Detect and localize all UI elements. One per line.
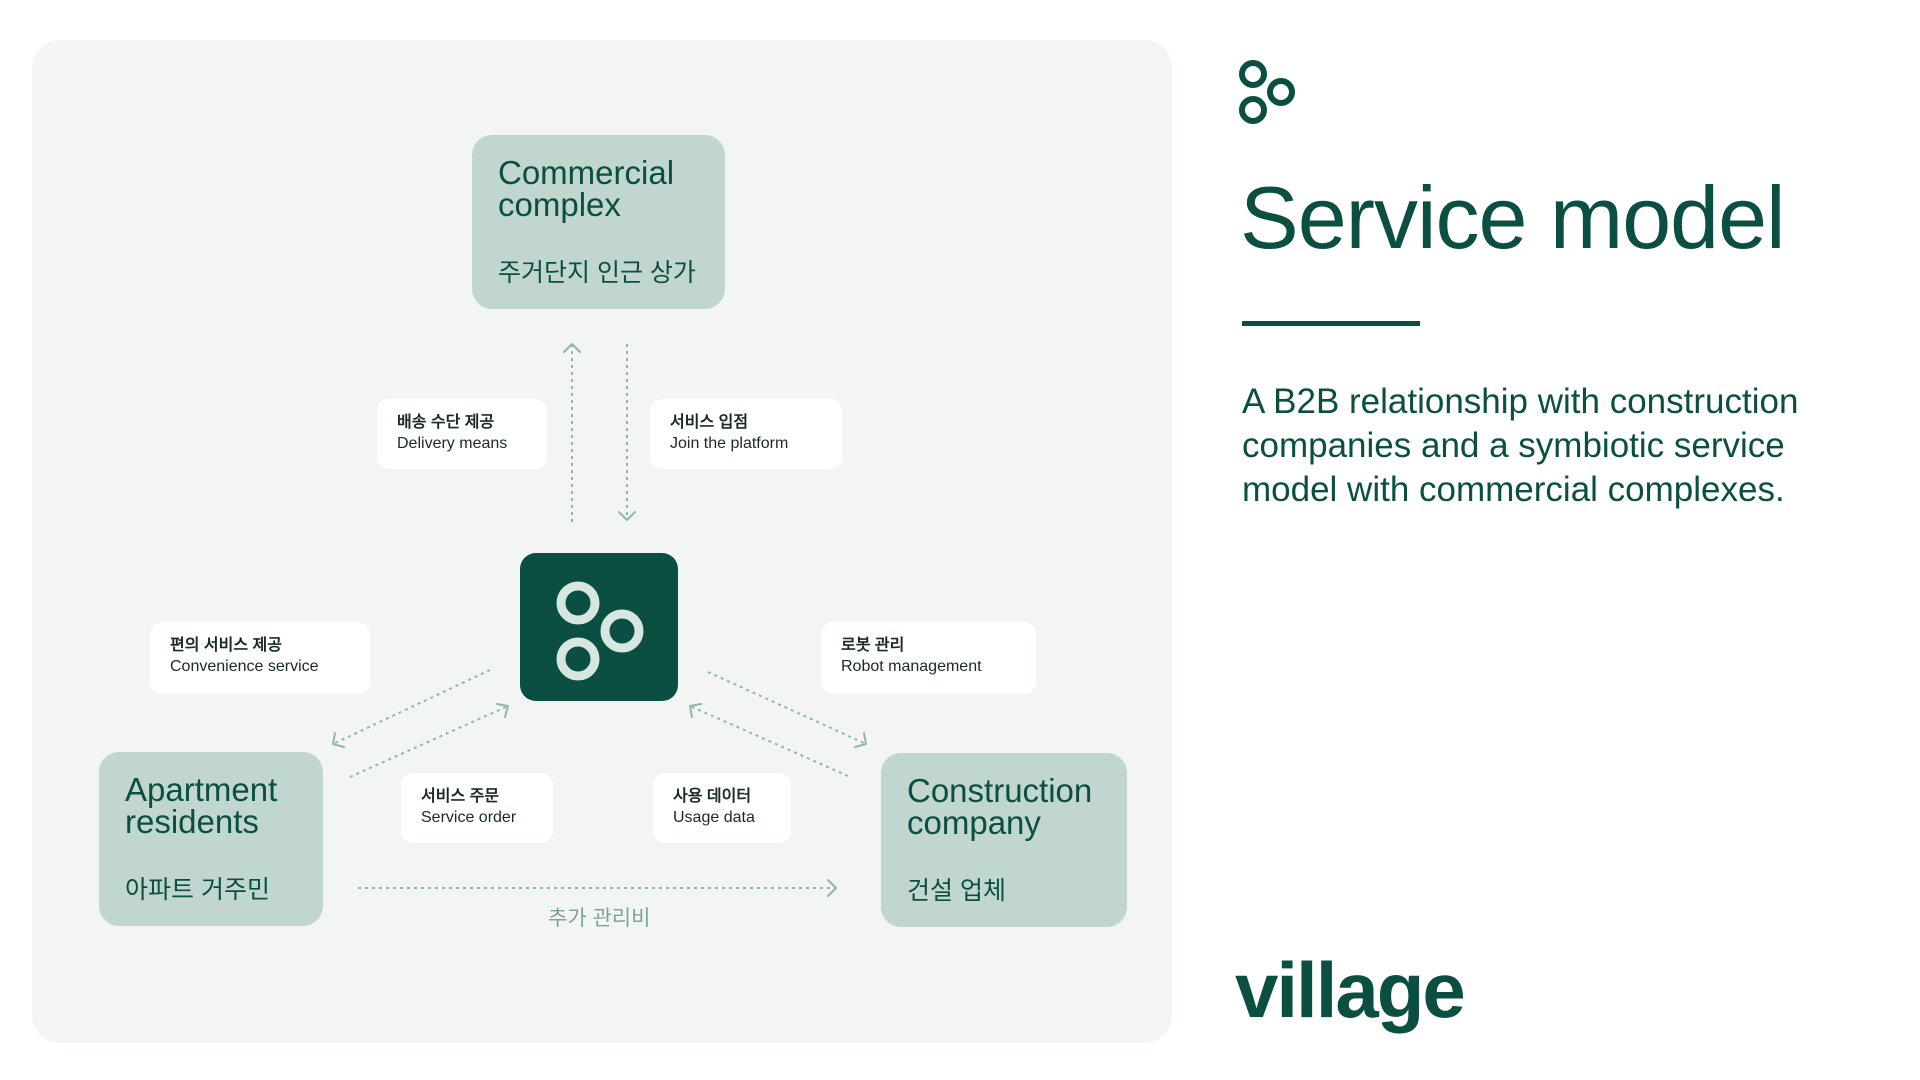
label-convenience-ko: 편의 서비스 제공 — [170, 637, 282, 654]
page-description: A B2B relationship with construction com… — [1242, 382, 1799, 509]
label-usage-ko: 사용 데이터 — [673, 788, 752, 805]
brand-wordmark: village — [1235, 946, 1466, 1034]
label-order-en: Service order — [421, 809, 517, 826]
node-apartment-ko: 아파트 거주민 — [125, 876, 270, 904]
label-delivery-en: Delivery means — [397, 435, 508, 452]
node-apartment-residents: Apartment residents 아파트 거주민 — [99, 752, 323, 926]
node-construction-company: Construction company 건설 업체 — [881, 753, 1127, 927]
node-construction-en: Construction company — [907, 772, 1093, 841]
three-circles-logo-icon — [556, 581, 644, 681]
label-usage-en: Usage data — [673, 809, 755, 826]
brand-logo-icon — [1239, 60, 1295, 124]
label-robot-management: 로봇 관리 Robot management — [821, 622, 1036, 694]
label-additional-fee: 추가 관리비 — [548, 907, 651, 930]
label-delivery-ko: 배송 수단 제공 — [397, 414, 495, 431]
label-join-en: Join the platform — [670, 435, 789, 452]
label-robot-en: Robot management — [841, 658, 982, 675]
title-divider — [1242, 321, 1420, 326]
label-delivery-means: 배송 수단 제공 Delivery means — [377, 399, 547, 469]
label-join-platform: 서비스 입점 Join the platform — [650, 399, 842, 469]
node-commercial-en: Commercial complex — [498, 154, 675, 223]
node-apartment-en: Apartment residents — [125, 771, 278, 840]
label-usage-data: 사용 데이터 Usage data — [653, 773, 791, 843]
label-join-ko: 서비스 입점 — [670, 414, 749, 431]
label-convenience-service: 편의 서비스 제공 Convenience service — [150, 622, 370, 694]
page-title: Service model — [1240, 168, 1786, 267]
node-construction-ko: 건설 업체 — [907, 877, 1006, 905]
center-platform-logo — [520, 553, 678, 701]
label-robot-ko: 로봇 관리 — [841, 637, 905, 654]
node-commercial-ko: 주거단지 인근 상가 — [498, 259, 696, 287]
label-convenience-en: Convenience service — [170, 658, 319, 675]
label-service-order: 서비스 주문 Service order — [401, 773, 553, 843]
node-commercial-complex: Commercial complex 주거단지 인근 상가 — [472, 135, 725, 309]
label-order-ko: 서비스 주문 — [421, 788, 500, 805]
